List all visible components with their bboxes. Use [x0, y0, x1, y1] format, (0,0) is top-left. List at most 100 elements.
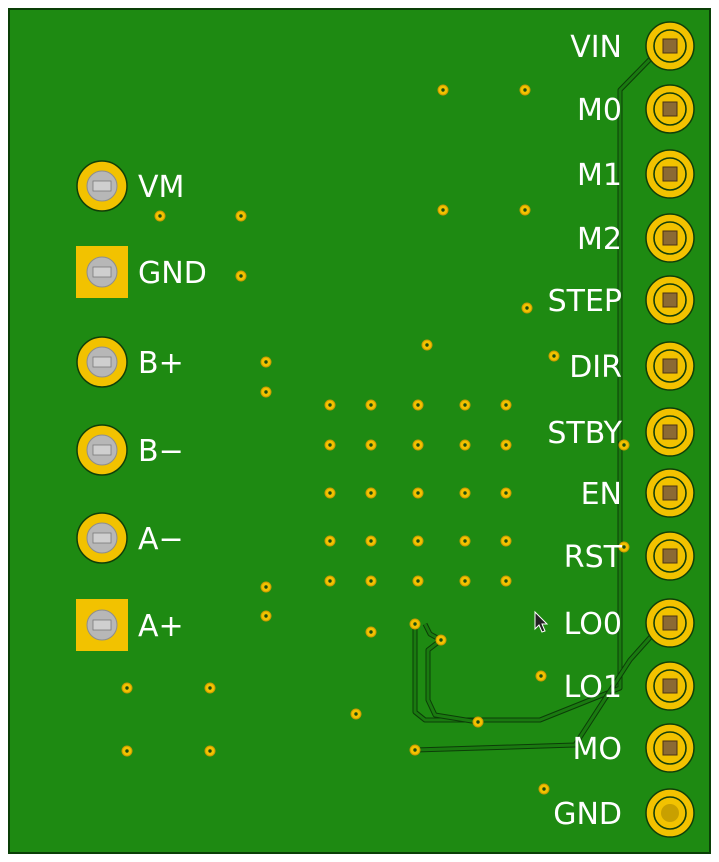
via-hole [463, 443, 467, 447]
via-hole [476, 720, 480, 724]
label-gnd: GND [553, 797, 622, 832]
via-hole [441, 208, 445, 212]
left-header [76, 160, 128, 651]
left-pin-bminus [76, 424, 128, 476]
label-rst: RST [564, 540, 623, 575]
pad-center [662, 548, 678, 564]
via-hole [158, 214, 162, 218]
via-hole [328, 539, 332, 543]
via-hole [504, 539, 508, 543]
label-dir: DIR [569, 350, 622, 385]
via-hole [354, 712, 358, 716]
right-pin-lo0 [645, 598, 695, 648]
trace [423, 623, 479, 724]
label-en: EN [581, 477, 622, 512]
right-pin-gnd [645, 788, 695, 838]
pad-center [662, 38, 678, 54]
right-pin-m0 [645, 84, 695, 134]
via-hole [504, 579, 508, 583]
pad-center [662, 292, 678, 308]
right-pin-rst [645, 531, 695, 581]
pad-center [662, 485, 678, 501]
via-hole [416, 443, 420, 447]
left-pin-bplus [76, 336, 128, 388]
via-hole [239, 214, 243, 218]
silkscreen-labels: VMGNDB+B−A−A+VINM0M1M2STEPDIRSTBYENRSTLO… [138, 30, 623, 832]
label-stby: STBY [547, 416, 622, 451]
right-pin-vin [645, 21, 695, 71]
label-lo1: LO1 [564, 670, 622, 705]
label-bplus: B+ [138, 346, 184, 381]
via-hole [425, 343, 429, 347]
via-hole [264, 360, 268, 364]
via-hole [439, 638, 443, 642]
via-hole [622, 545, 626, 549]
label-aplus: A+ [138, 609, 184, 644]
label-lo0: LO0 [564, 607, 622, 642]
hole-marker [92, 266, 112, 278]
pad-center [662, 678, 678, 694]
label-vm: VM [138, 170, 184, 205]
via-hole [328, 579, 332, 583]
via-hole [552, 354, 556, 358]
pad-ring [653, 796, 687, 830]
pad-center [662, 424, 678, 440]
via-hole [369, 443, 373, 447]
via-hole [523, 88, 527, 92]
via-hole [264, 390, 268, 394]
label-aminus: A− [138, 522, 184, 557]
via-hole [416, 579, 420, 583]
via-hole [125, 686, 129, 690]
via-hole [504, 443, 508, 447]
hole-marker [92, 532, 112, 544]
via-field [121, 84, 630, 795]
label-bminus: B− [138, 434, 184, 469]
label-m1: M1 [577, 158, 622, 193]
left-pin-aplus [76, 599, 128, 651]
via-hole [542, 787, 546, 791]
label-m2: M2 [577, 222, 622, 257]
right-pin-m1 [645, 149, 695, 199]
via-hole [328, 443, 332, 447]
pad-ring [653, 669, 687, 703]
hole-marker [92, 356, 112, 368]
via-hole [504, 403, 508, 407]
label-m0: M0 [577, 93, 622, 128]
pad-ring [653, 731, 687, 765]
left-pin-vm [76, 160, 128, 212]
via-hole [125, 749, 129, 753]
via-hole [416, 491, 420, 495]
via-hole [369, 630, 373, 634]
via-hole [463, 403, 467, 407]
label-mo: MO [573, 732, 623, 767]
right-header [645, 21, 695, 838]
pad-center [662, 615, 678, 631]
hole-marker [92, 180, 112, 192]
via-hole [264, 585, 268, 589]
pad-center [662, 230, 678, 246]
right-pin-lo1 [645, 661, 695, 711]
pad-center [662, 740, 678, 756]
trace [414, 622, 665, 752]
via-hole [239, 274, 243, 278]
label-gnd: GND [138, 256, 207, 291]
via-hole [622, 443, 626, 447]
pad-ring [653, 415, 687, 449]
right-pin-en [645, 468, 695, 518]
trace [413, 44, 665, 722]
pad-ring [653, 349, 687, 383]
via-hole [416, 539, 420, 543]
via-hole [208, 749, 212, 753]
via-hole [369, 579, 373, 583]
pad-center [662, 358, 678, 374]
label-vin: VIN [570, 30, 622, 65]
pad-ring [653, 29, 687, 63]
via-hole [523, 208, 527, 212]
via-hole [369, 403, 373, 407]
via-hole [416, 403, 420, 407]
pad-ring [653, 92, 687, 126]
via-hole [463, 579, 467, 583]
pad-center [662, 166, 678, 182]
pad-center [661, 804, 679, 822]
